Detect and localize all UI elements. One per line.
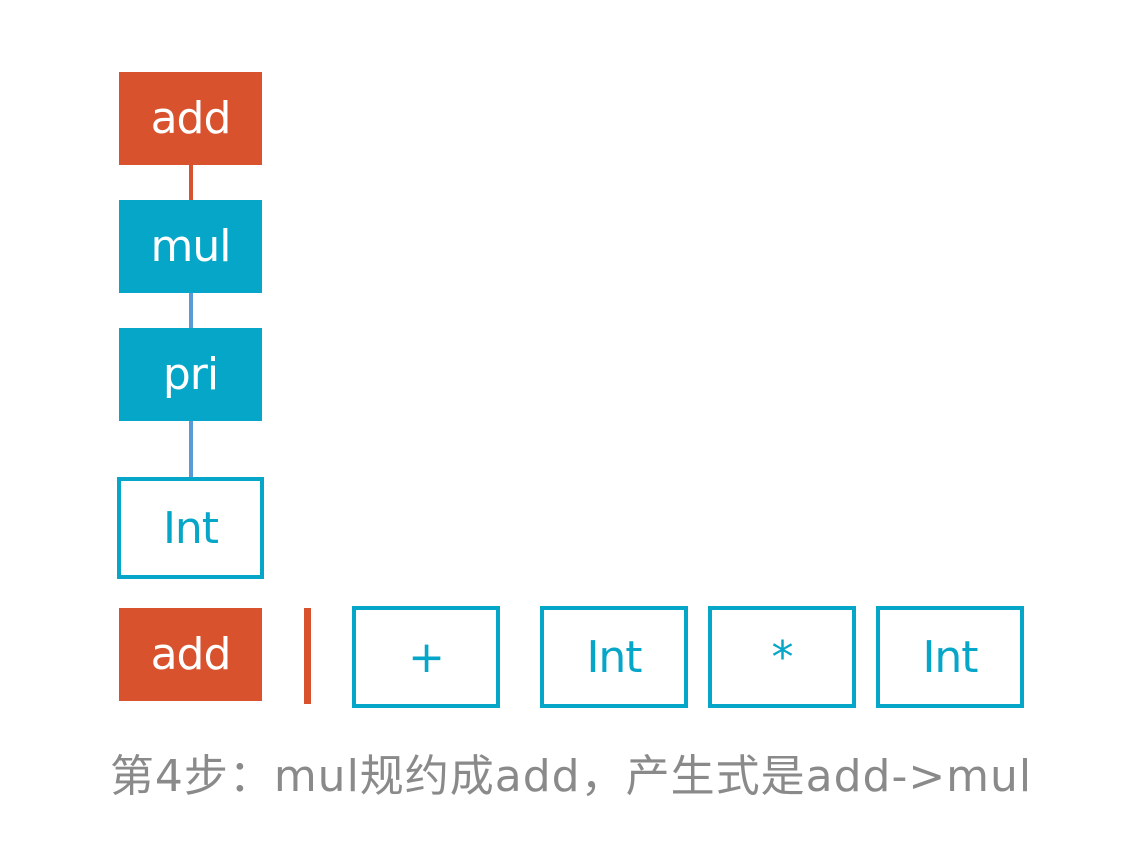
parse-cursor-marker xyxy=(304,608,311,704)
tree-edge-mul-pri xyxy=(189,293,193,328)
tree-node-add: add xyxy=(119,72,262,165)
tree-node-int: Int xyxy=(117,477,264,579)
input-token-int-2: Int xyxy=(876,606,1024,708)
tree-edge-add-mul xyxy=(189,165,193,200)
tree-edge-pri-int xyxy=(189,421,193,477)
input-token-int-1: Int xyxy=(540,606,688,708)
tree-node-mul: mul xyxy=(119,200,262,293)
stack-top-add: add xyxy=(119,608,262,701)
input-token-star: * xyxy=(708,606,856,708)
input-token-plus: + xyxy=(352,606,500,708)
step-caption: 第4步：mul规约成add，产生式是add->mul xyxy=(109,751,1033,802)
tree-node-pri: pri xyxy=(119,328,262,421)
